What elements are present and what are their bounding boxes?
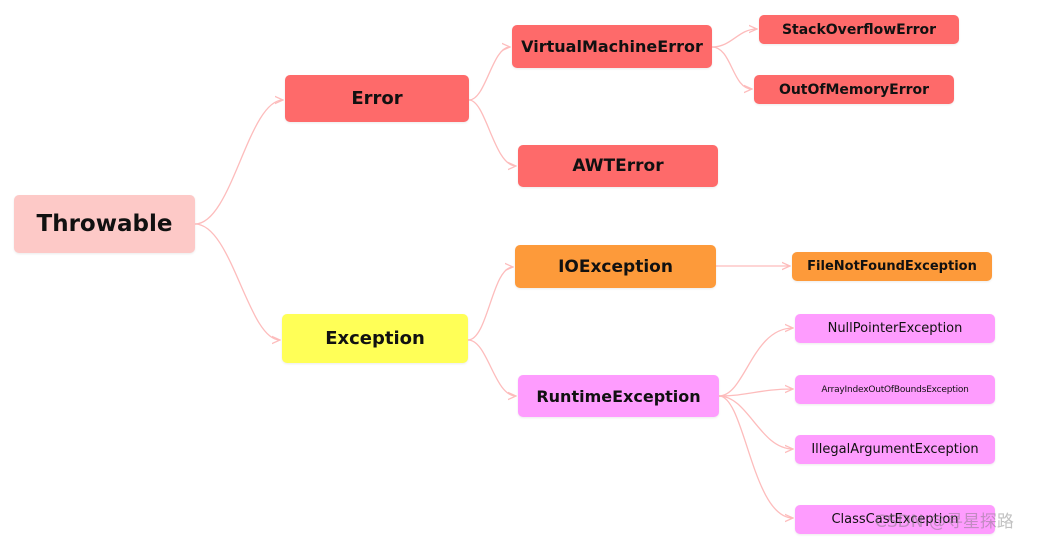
edge-throwable-error	[194, 100, 283, 225]
node-illegal-argument-exception: IllegalArgumentException	[795, 435, 995, 464]
node-stack-overflow-error: StackOverflowError	[759, 15, 959, 44]
edge-vme-stackoverflowerror	[711, 29, 757, 48]
node-awt-error: AWTError	[518, 145, 718, 187]
node-runtime-exception: RuntimeException	[518, 375, 719, 417]
edge-runtime-classcastexception	[718, 395, 793, 518]
edge-error-virtualmachineerror	[468, 47, 510, 101]
edge-throwable-exception	[194, 223, 280, 340]
edge-runtime-illegalargumentexception	[718, 395, 793, 449]
edge-exception-ioexception	[467, 267, 513, 341]
node-file-not-found-exception: FileNotFoundException	[792, 252, 992, 281]
node-virtual-machine-error: VirtualMachineError	[512, 25, 712, 68]
watermark-text: CSDN @寻星探路	[875, 512, 1014, 532]
edge-exception-runtimeexception	[467, 339, 516, 396]
node-throwable: Throwable	[14, 195, 195, 253]
node-out-of-memory-error: OutOfMemoryError	[754, 75, 954, 104]
node-null-pointer-exception: NullPointerException	[795, 314, 995, 343]
edge-runtime-arrayindexoutofboundsexception	[718, 389, 793, 397]
node-exception: Exception	[282, 314, 468, 363]
node-error: Error	[285, 75, 469, 122]
edge-vme-outofmemoryerror	[711, 46, 752, 89]
edge-runtime-nullpointerexception	[718, 328, 793, 397]
node-class-cast-exception: ClassCastException	[795, 505, 995, 534]
node-array-index-out-of-bounds-exception: ArrayIndexOutOfBoundsException	[795, 375, 995, 404]
node-io-exception: IOException	[515, 245, 716, 288]
edge-error-awterror	[468, 99, 516, 166]
